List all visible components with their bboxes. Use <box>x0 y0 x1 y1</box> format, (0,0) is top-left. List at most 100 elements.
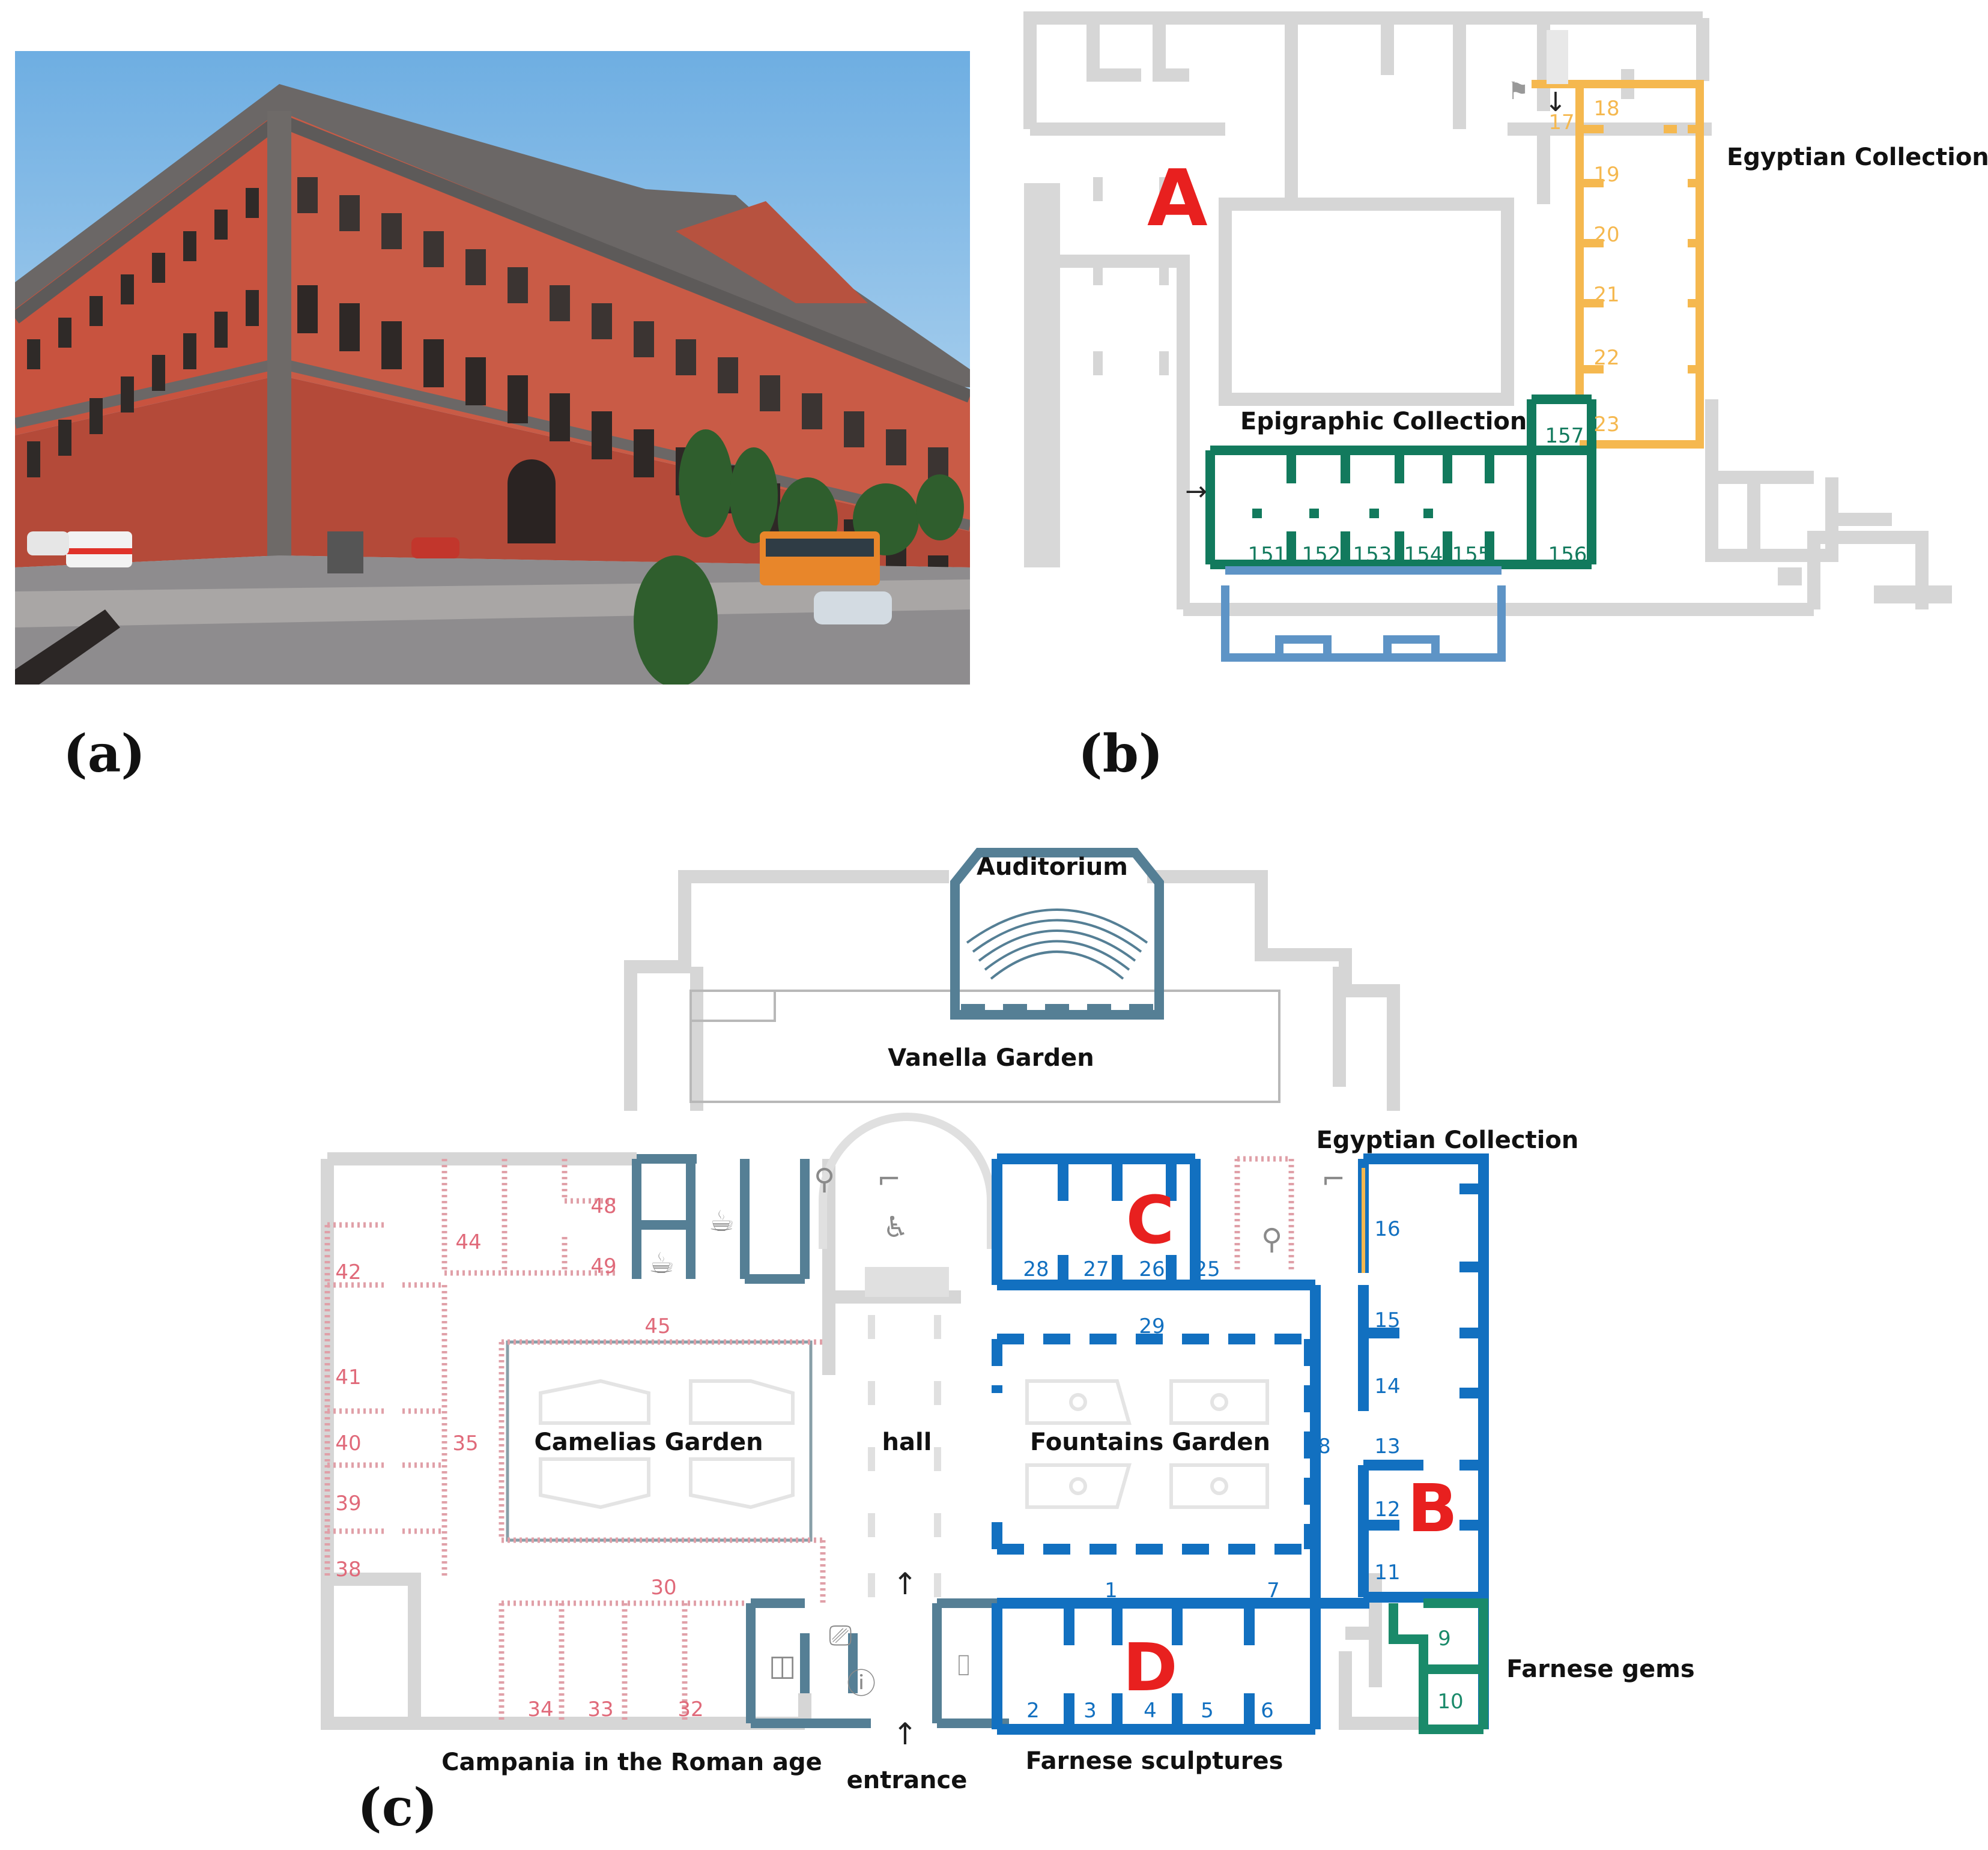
info-icon: ⓘ <box>847 1667 876 1700</box>
epigraphic-collection-outline <box>1205 394 1596 569</box>
room-number: 44 <box>455 1230 481 1254</box>
room-number: 45 <box>644 1314 670 1338</box>
side-window <box>246 290 259 326</box>
ticket-icon: ⎚ <box>829 1619 852 1652</box>
room-number: 7 <box>1267 1579 1280 1603</box>
white-car <box>814 591 892 624</box>
room-number: 5 <box>1201 1699 1214 1723</box>
hall-dome <box>819 1113 995 1249</box>
accessible-restroom-icon: ♿ <box>883 1211 909 1244</box>
room-number: 3 <box>1083 1699 1097 1723</box>
room-number: 155 <box>1452 543 1491 567</box>
room-number: 157 <box>1545 424 1584 448</box>
green-room-numbers: 9 10 <box>1437 1627 1463 1714</box>
upper-window <box>465 249 486 285</box>
arrow-down-icon: ↓ <box>1545 87 1567 118</box>
room-number: 29 <box>1139 1314 1165 1338</box>
room-number: 42 <box>335 1260 361 1284</box>
room-number: 13 <box>1374 1434 1400 1459</box>
stairs-icon-b <box>1547 30 1568 84</box>
room-number: 152 <box>1302 543 1341 567</box>
blue-rooms-dashed <box>992 1334 1315 1555</box>
pediment <box>676 201 868 303</box>
room-number: 22 <box>1593 346 1619 370</box>
left-windows <box>27 188 259 477</box>
lower-window <box>423 339 444 387</box>
garden-fountains <box>539 1379 1269 1510</box>
camelias-garden-label: Camelias Garden <box>534 1428 763 1456</box>
room-number: 30 <box>650 1576 676 1600</box>
section-letter-d: D <box>1123 1629 1177 1706</box>
arched-doorway <box>508 459 556 543</box>
arrow-right-icon: → <box>1185 476 1207 507</box>
foreground-post <box>15 609 120 685</box>
upper-window <box>760 375 780 411</box>
side-window <box>121 376 134 413</box>
floor-plan-c: ☕ ☕ ⚲ ♿ ⌐ ⚲ ⌐ ⎚ ⓘ ⌷ ◫ ↑ ↑ Auditorium Van… <box>321 848 1695 1794</box>
bus-windows <box>766 539 874 557</box>
lower-window <box>634 429 654 477</box>
parked-car <box>27 531 69 555</box>
parked-car-2 <box>411 537 459 558</box>
epigraphic-dots <box>1252 509 1433 518</box>
room-number: 20 <box>1593 223 1619 247</box>
room-number: 156 <box>1548 543 1587 567</box>
room-number: 6 <box>1261 1699 1274 1723</box>
upper-window <box>886 429 906 465</box>
panel-c-label: (c) <box>357 1777 438 1838</box>
vanella-garden-step <box>691 991 776 1022</box>
lower-window <box>550 393 570 441</box>
auditorium-seating <box>966 908 1148 980</box>
room-number: 28 <box>1023 1257 1049 1281</box>
side-window <box>183 333 196 369</box>
lower-window <box>339 303 360 351</box>
room-number: 35 <box>452 1431 478 1456</box>
upper-window <box>297 177 318 213</box>
room-number: 2 <box>1026 1699 1040 1723</box>
room-number: 15 <box>1374 1308 1400 1332</box>
section-letters: B C D <box>1123 1182 1458 1706</box>
side-window <box>183 231 196 261</box>
side-window <box>121 274 134 304</box>
side-window <box>89 296 103 326</box>
upper-window <box>802 393 822 429</box>
room-number: 38 <box>335 1558 361 1582</box>
egyptian-collection-label-c: Egyptian Collection <box>1317 1126 1579 1154</box>
room-number: 1 <box>1105 1579 1118 1603</box>
corner-pilaster <box>267 111 291 561</box>
farnese-sculptures-label: Farnese sculptures <box>1026 1747 1283 1775</box>
kiosk <box>327 531 363 573</box>
room-number: 153 <box>1353 543 1392 567</box>
farnese-gems-label: Farnese gems <box>1506 1655 1694 1683</box>
campania-label: Campania in the Roman age <box>441 1749 822 1776</box>
dark-courtyard-wall <box>1024 183 1060 567</box>
restroom-icon-b: ⚑ <box>1508 77 1529 105</box>
plan-b-walls <box>1023 11 1929 616</box>
museum-photo <box>11 51 973 688</box>
upper-windows <box>297 177 948 483</box>
building-ground-floor <box>15 375 970 567</box>
upper-window <box>592 303 612 339</box>
hall-label: hall <box>882 1428 932 1456</box>
side-window <box>27 441 40 477</box>
room-number: 8 <box>1318 1434 1331 1459</box>
room-number: 40 <box>335 1431 361 1456</box>
sidewalk <box>15 579 970 627</box>
room-number: 12 <box>1374 1498 1400 1522</box>
trees <box>634 429 964 688</box>
restroom-icon-c: ⚲ <box>1261 1223 1282 1256</box>
cafe-icon: ☕ <box>709 1205 735 1238</box>
lower-window <box>465 357 486 405</box>
auditorium-label: Auditorium <box>977 853 1128 881</box>
area-labels: Auditorium Vanella Garden Camelias Garde… <box>441 853 1695 1794</box>
room-number: 9 <box>1438 1627 1451 1651</box>
egyptian-collection-outline <box>1532 80 1704 449</box>
cafe-icon-2: ☕ <box>649 1247 674 1280</box>
room-number: 19 <box>1593 163 1619 187</box>
room-number: 10 <box>1437 1690 1463 1714</box>
egyptian-collection-label-b: Egyptian Collection <box>1727 144 1988 171</box>
room-number: 4 <box>1144 1699 1157 1723</box>
